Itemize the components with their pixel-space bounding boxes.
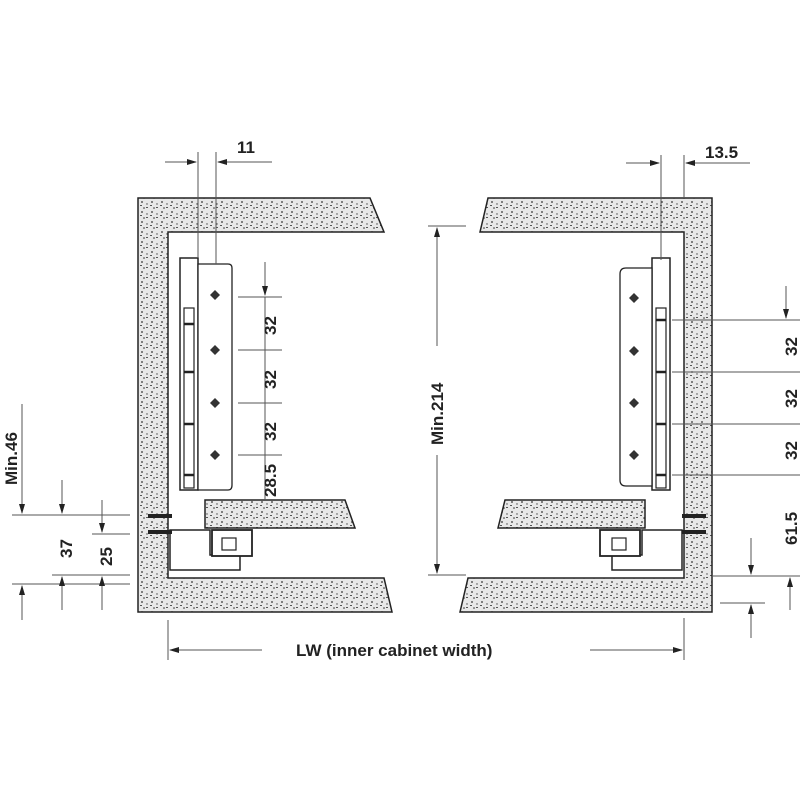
right-spacing-3: 32 xyxy=(782,441,800,460)
left-spacing-1: 32 xyxy=(261,316,280,335)
inner-width-label: LW (inner cabinet width) xyxy=(296,641,492,660)
right-spacing-4: 61.5 xyxy=(782,512,800,545)
left-spacing-3: 32 xyxy=(261,422,280,441)
right-spacing-2: 32 xyxy=(782,389,800,408)
center-height-dim: Min.214 xyxy=(428,382,447,445)
left-screw-icon xyxy=(148,514,172,518)
left-drawer-side xyxy=(179,257,199,491)
left-min-height-dim: Min.46 xyxy=(2,432,21,485)
left-spacing-4: 28.5 xyxy=(261,464,280,497)
left-hole-icons xyxy=(210,290,220,460)
right-drawer-bottom xyxy=(497,499,646,529)
left-cabinet-side-panel xyxy=(137,197,393,613)
right-top-dim: 13.5 xyxy=(705,143,738,162)
dimension-labels: 11 13.5 32 32 32 28.5 32 32 32 61.5 Min.… xyxy=(2,138,800,660)
left-dim-25: 25 xyxy=(97,547,116,566)
right-cabinet-side-panel xyxy=(459,197,713,613)
left-top-dim: 11 xyxy=(237,138,255,157)
left-spacing-2: 32 xyxy=(261,370,280,389)
left-drawer-bottom xyxy=(204,499,357,529)
left-screw-icon-2 xyxy=(148,530,172,534)
right-screw-icon xyxy=(682,514,706,518)
right-hole-icons xyxy=(629,293,639,460)
left-dim-37: 37 xyxy=(57,539,76,558)
right-mounting-plate xyxy=(619,267,653,487)
right-cabinet-section xyxy=(459,197,713,613)
right-spacing-1: 32 xyxy=(782,337,800,356)
left-cabinet-section xyxy=(137,197,393,613)
dimension-lines xyxy=(12,152,800,660)
left-mounting-plate xyxy=(197,263,233,491)
right-screw-icon-2 xyxy=(682,530,706,534)
right-drawer-side xyxy=(651,257,671,491)
